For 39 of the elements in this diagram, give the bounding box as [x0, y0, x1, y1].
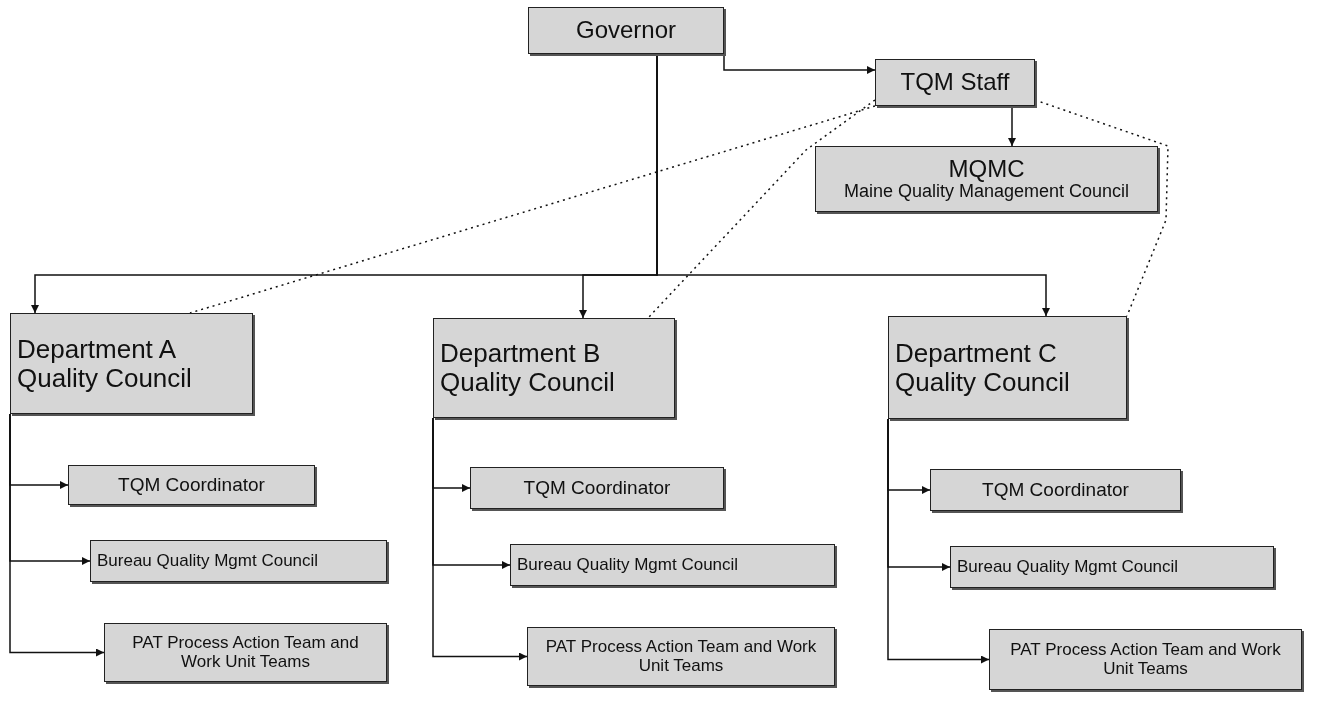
box-title: Bureau Quality Mgmt Council — [97, 551, 320, 571]
org-box — [875, 59, 1035, 106]
org-box — [68, 465, 315, 505]
box-title: Department A Quality Council — [17, 334, 193, 393]
box-subtitle: Maine Quality Management Council — [842, 182, 1131, 203]
org-box — [510, 544, 835, 586]
box-title: Bureau Quality Mgmt Council — [517, 555, 740, 575]
org-box — [815, 146, 1158, 212]
box-title: TQM Coordinator — [522, 477, 672, 499]
org-box — [433, 318, 675, 418]
arrow — [723, 53, 876, 74]
box-title: TQM Staff — [899, 69, 1011, 96]
arrow — [1008, 105, 1016, 147]
org-box — [10, 313, 253, 414]
box-title: PAT Process Action Team and Work Unit Teams — [544, 637, 818, 676]
org-box — [989, 629, 1302, 690]
org-box — [90, 540, 387, 582]
box-title: Department B Quality Council — [440, 339, 616, 397]
arrow — [887, 418, 990, 664]
dotted-line — [189, 105, 876, 314]
dotted-line — [647, 99, 876, 319]
org-box — [888, 316, 1127, 419]
org-box — [104, 623, 387, 682]
box-title: Governor — [574, 17, 677, 44]
arrow — [656, 53, 1050, 317]
org-box — [470, 467, 724, 509]
box-title: PAT Process Action Team and Work Unit Teams — [1009, 640, 1282, 679]
box-title: Bureau Quality Mgmt Council — [957, 557, 1180, 577]
arrow — [9, 413, 105, 657]
arrow — [432, 417, 528, 661]
box-title: TQM Coordinator — [981, 479, 1130, 501]
org-box — [528, 7, 724, 54]
box-title: PAT Process Action Team and Work Unit Teams — [131, 633, 360, 672]
org-box — [930, 469, 1181, 511]
box-title: Department C Quality Council — [895, 338, 1071, 397]
box-title: TQM Coordinator — [117, 474, 266, 496]
org-box — [527, 627, 835, 686]
org-box — [950, 546, 1274, 588]
box-title: MQMC — [947, 155, 1026, 183]
